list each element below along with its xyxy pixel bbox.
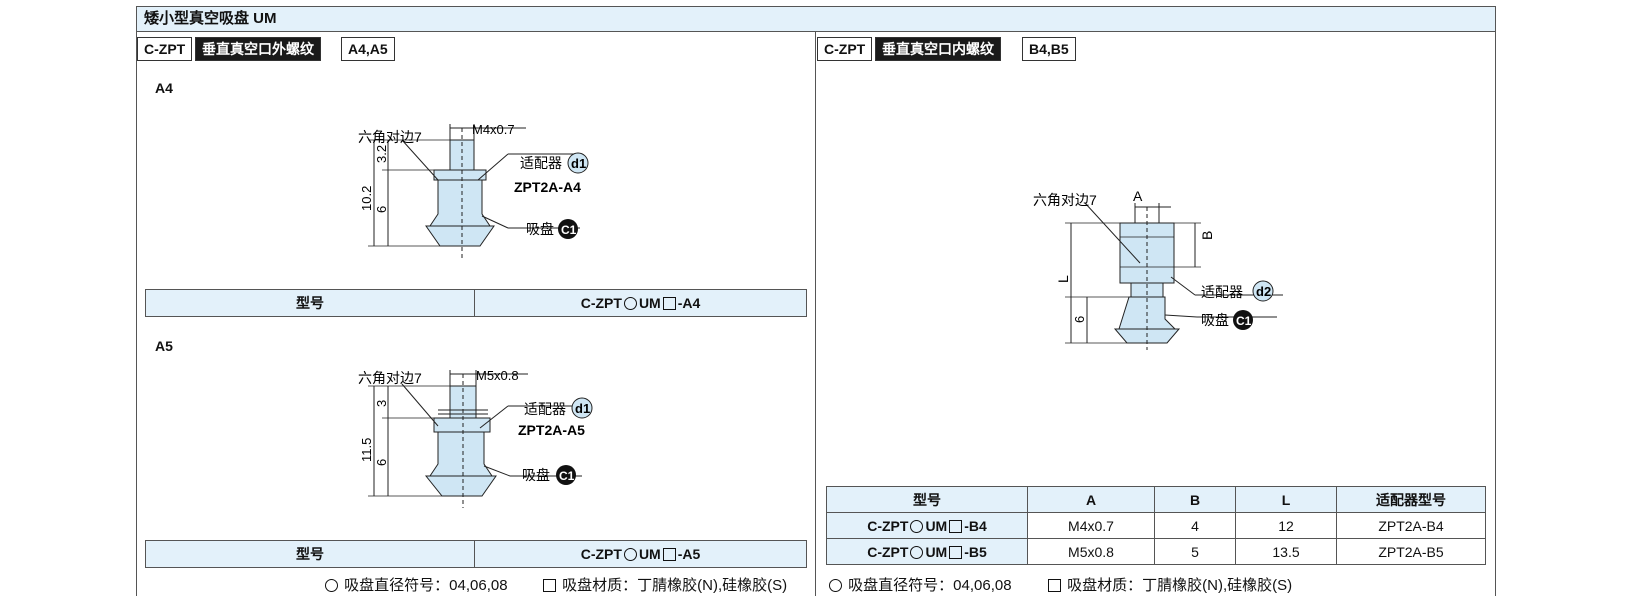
spec-header-adapter: 适配器型号 [1336, 486, 1486, 513]
a5-dim-top: 3 [374, 400, 389, 407]
b-drawing: 六角对边7 A B L 6 适配器 d2 吸盘 C1 [1033, 188, 1283, 350]
a5-dim-bottom: 6 [374, 459, 389, 466]
spec-header-a: A [1027, 486, 1155, 513]
spec-header-model: 型号 [826, 486, 1028, 513]
a4-adapter-label: 适配器 [520, 155, 562, 171]
catalog-frame [136, 6, 1496, 596]
spec-header-b: B [1154, 486, 1236, 513]
a4-pad-code: C1 [561, 223, 577, 237]
a4-drawing: 六角对边7 M4x0.7 适配器 d1 ZPT2A-A4 吸盘 C1 10.2 … [358, 122, 589, 258]
spec-header-l: L [1235, 486, 1337, 513]
a4-adapter-code: d1 [571, 156, 586, 171]
a4-adapter-model: ZPT2A-A4 [514, 179, 581, 195]
b-dim-b: B [1199, 231, 1215, 240]
spec-row-b: 4 [1154, 512, 1236, 539]
left-desc-tag: 垂直真空口外螺纹 [195, 37, 321, 61]
a4-section-label: A4 [155, 80, 173, 96]
column-divider [815, 32, 816, 596]
a5-pad-code: C1 [559, 469, 575, 483]
a5-thread-label: M5x0.8 [476, 368, 519, 383]
a4-dim-top: 3.2 [374, 145, 389, 163]
a4-dim-total: 10.2 [359, 186, 374, 211]
b-dim-a: A [1133, 188, 1143, 204]
a4-hex-label: 六角对边7 [358, 129, 422, 145]
a5-section-label: A5 [155, 338, 173, 354]
a5-adapter-code: d1 [575, 401, 590, 416]
spec-row-l: 13.5 [1235, 538, 1337, 565]
right-desc-tag: 垂直真空口内螺纹 [875, 37, 1001, 61]
spec-row-a: M4x0.7 [1027, 512, 1155, 539]
b-dim-bottom: 6 [1072, 316, 1087, 323]
right-footnote-material: 吸盘材质：丁腈橡胶(N),硅橡胶(S) [1046, 574, 1292, 595]
left-footnote-diameter: 吸盘直径符号：04,06,08 [323, 574, 508, 595]
b-dim-l: L [1055, 275, 1071, 283]
b-hex-label: 六角对边7 [1033, 192, 1097, 208]
b-pad-code: C1 [1236, 314, 1252, 328]
b-adapter-code: d2 [1256, 284, 1271, 299]
left-footnote-material: 吸盘材质：丁腈橡胶(N),硅橡胶(S) [541, 574, 787, 595]
right-codes-tag: B4,B5 [1022, 37, 1076, 61]
a5-pad-label: 吸盘 [522, 467, 550, 483]
spec-row-l: 12 [1235, 512, 1337, 539]
page-title: 矮小型真空吸盘 UM [137, 7, 1495, 32]
a5-adapter-model: ZPT2A-A5 [518, 422, 585, 438]
spec-row-b: 5 [1154, 538, 1236, 565]
a4-dim-bottom: 6 [374, 206, 389, 213]
a5-hex-label: 六角对边7 [358, 370, 422, 386]
left-series-tag: C-ZPT [137, 37, 193, 61]
a4-pad-label: 吸盘 [526, 221, 554, 237]
a5-drawing: 六角对边7 M5x0.8 适配器 d1 ZPT2A-A5 吸盘 C1 11.5 … [358, 368, 593, 508]
spec-row-adapter: ZPT2A-B5 [1336, 538, 1486, 565]
left-codes-tag: A4,A5 [341, 37, 395, 61]
b-adapter-label: 适配器 [1201, 284, 1243, 300]
right-footnote-diameter: 吸盘直径符号：04,06,08 [827, 574, 1012, 595]
a5-dim-total: 11.5 [359, 438, 374, 462]
a5-adapter-label: 适配器 [524, 401, 566, 417]
spec-row-adapter: ZPT2A-B4 [1336, 512, 1486, 539]
spec-row-a: M5x0.8 [1027, 538, 1155, 565]
a4-model-header: 型号 [145, 289, 475, 317]
right-series-tag: C-ZPT [817, 37, 873, 61]
a4-thread-label: M4x0.7 [472, 122, 515, 137]
a5-model-header: 型号 [145, 540, 475, 568]
b-pad-label: 吸盘 [1201, 312, 1229, 328]
